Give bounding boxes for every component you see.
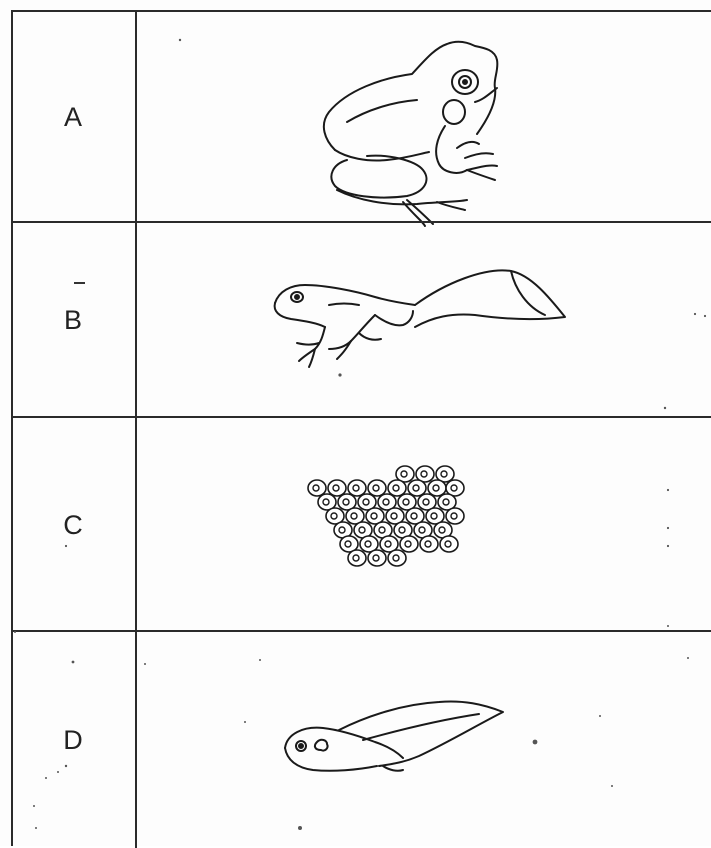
egg: [328, 480, 346, 496]
egg: [408, 480, 426, 496]
row-label-cell: B: [11, 223, 137, 418]
row-label-cell: A: [11, 12, 137, 223]
row-label: B: [64, 307, 82, 334]
table-row: A: [11, 10, 711, 223]
egg: [420, 536, 438, 552]
egg: [368, 550, 386, 566]
egg: [400, 536, 418, 552]
egg: [388, 480, 406, 496]
lifecycle-table: A: [11, 10, 711, 846]
egg: [440, 536, 458, 552]
stage-cell: [137, 632, 711, 848]
adult-frog-icon: [307, 30, 507, 220]
row-label: A: [64, 104, 82, 131]
row-label: D: [63, 727, 83, 754]
table-row: C: [11, 416, 711, 632]
stage-cell: [137, 223, 711, 418]
table-row: B: [11, 221, 711, 418]
egg: [368, 480, 386, 496]
froglet-icon: [265, 263, 575, 383]
row-label-cell: C: [11, 418, 137, 632]
stage-cell: [137, 418, 711, 632]
stage-cell: [137, 12, 711, 223]
egg: [348, 550, 366, 566]
frogspawn-eggs-icon: [305, 460, 475, 580]
egg: [446, 508, 464, 524]
egg: [348, 480, 366, 496]
tadpole-icon: [279, 694, 509, 784]
row-label: C: [63, 512, 83, 539]
row-label-cell: D: [11, 632, 137, 848]
egg: [388, 550, 406, 566]
egg: [308, 480, 326, 496]
dash-mark: [74, 282, 85, 284]
table-row: D: [11, 630, 711, 848]
egg: [428, 480, 446, 496]
